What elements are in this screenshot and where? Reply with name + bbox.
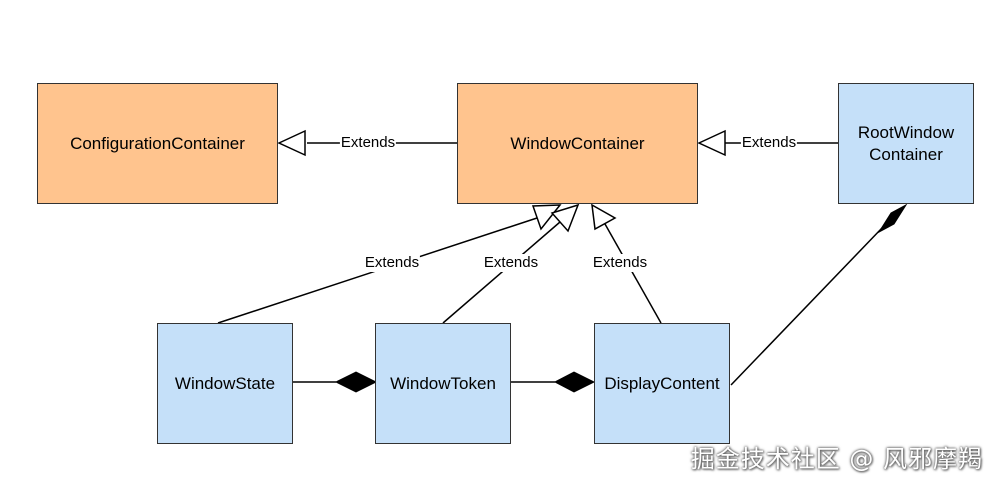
edge-label-extends: Extends xyxy=(591,254,649,272)
edge-line-display-wc xyxy=(604,223,662,324)
inheritance-arrowhead-token xyxy=(550,203,580,233)
edge-line-token-wc xyxy=(442,221,561,324)
node-window-state: WindowState xyxy=(157,323,293,444)
node-root-window-container: RootWindow Container xyxy=(838,83,974,204)
edge-label-extends: Extends xyxy=(363,254,421,272)
inheritance-arrowhead-display xyxy=(591,203,617,231)
edge-label-extends: Extends xyxy=(740,134,798,152)
watermark-text: 掘金技术社区 @ 风邪摩羯 xyxy=(690,445,983,473)
node-label-line-1: RootWindow xyxy=(857,122,955,142)
inheritance-arrowhead-state xyxy=(531,204,562,231)
node-label-line-2: Container xyxy=(869,144,943,164)
node-label: ConfigurationContainer xyxy=(70,133,245,153)
node-label: WindowToken xyxy=(390,373,496,393)
node-display-content: DisplayContent xyxy=(594,323,730,444)
node-label: DisplayContent xyxy=(604,373,720,393)
edge-label-extends: Extends xyxy=(482,254,540,272)
edge-label-extends: Extends xyxy=(339,134,397,152)
node-window-container: WindowContainer xyxy=(457,83,698,204)
composition-diamond-root xyxy=(877,203,908,234)
node-window-token: WindowToken xyxy=(375,323,511,444)
edge-line-display-root xyxy=(730,227,883,386)
node-configuration-container: ConfigurationContainer xyxy=(37,83,278,204)
inheritance-arrowhead-wc-right xyxy=(697,129,726,157)
inheritance-arrowhead-config xyxy=(277,129,306,157)
node-label: WindowContainer xyxy=(510,133,645,153)
node-label: WindowState xyxy=(174,373,276,393)
composition-diamond-token xyxy=(334,371,378,393)
composition-diamond-display xyxy=(553,371,596,393)
